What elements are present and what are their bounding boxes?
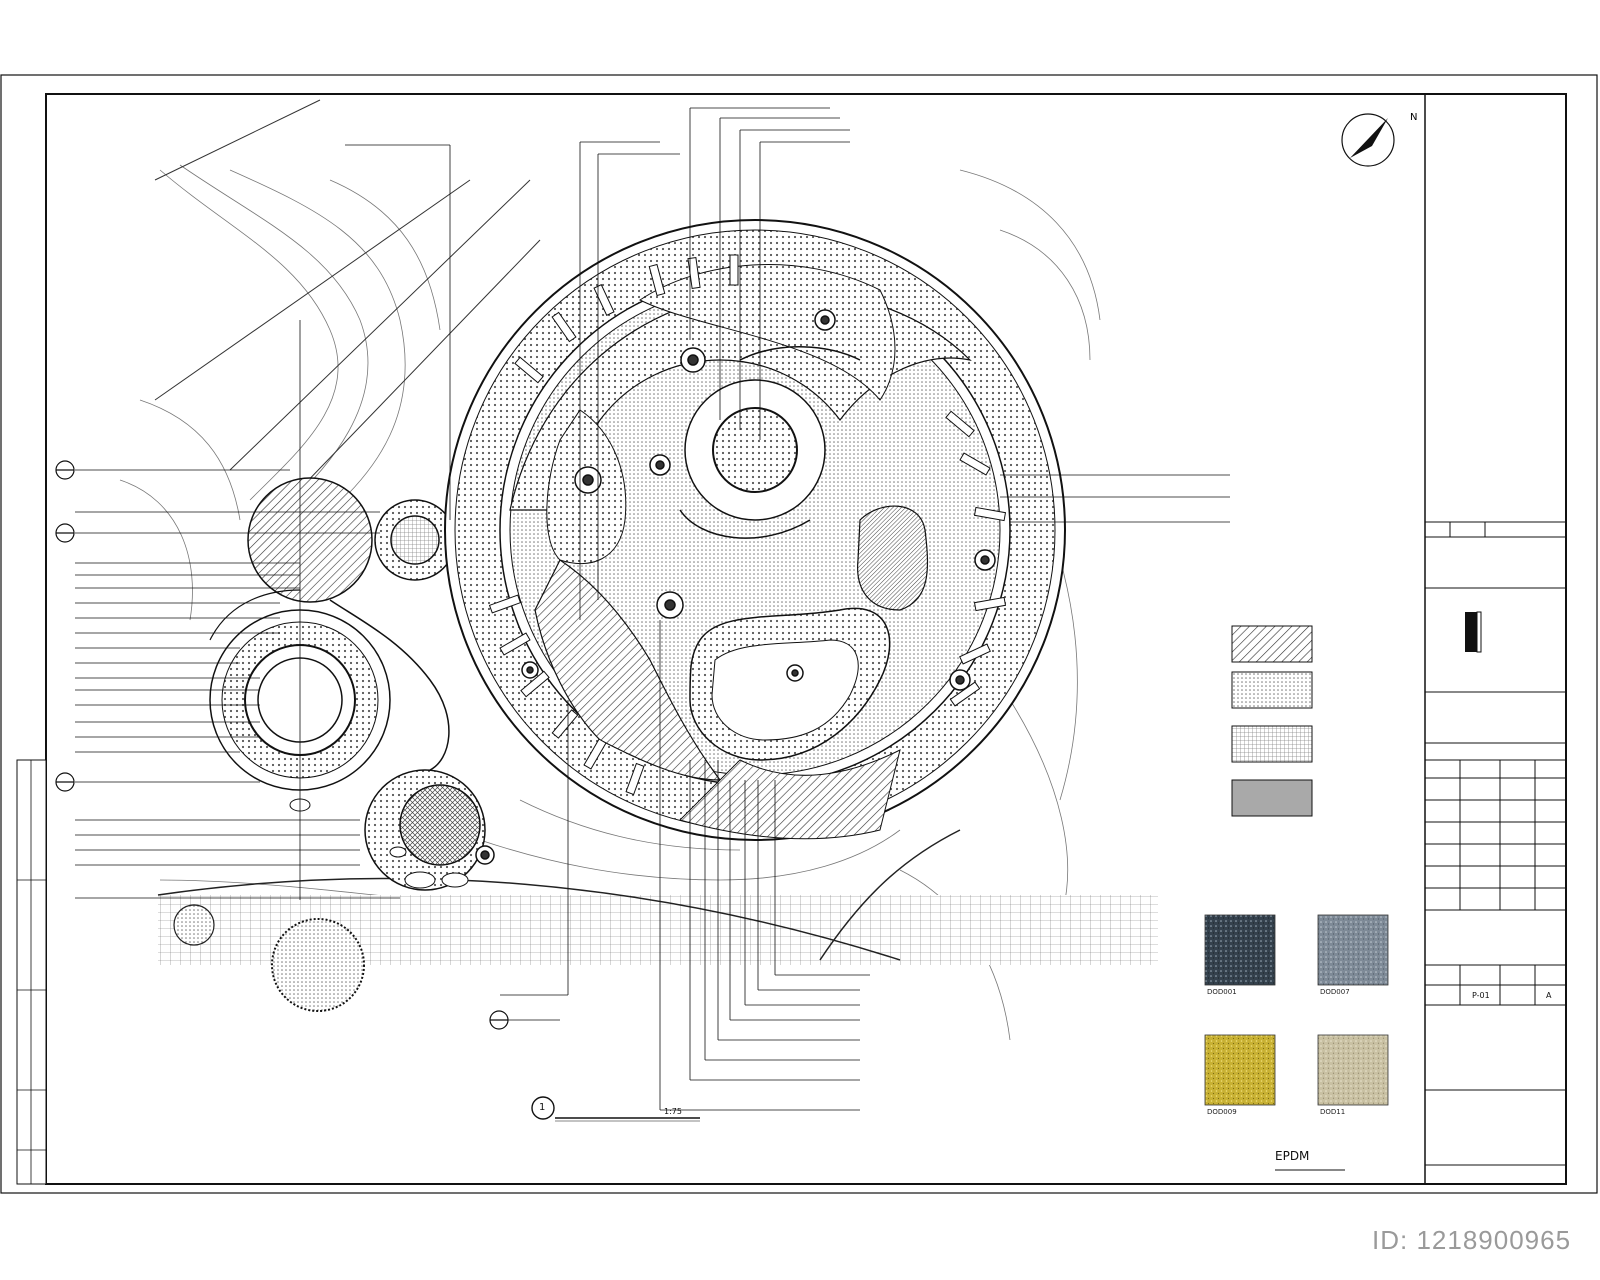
revision-code: A xyxy=(1546,991,1552,1000)
ring-benches xyxy=(488,254,1007,796)
epdm-title: EPDM xyxy=(1275,1149,1310,1163)
north-arrow-icon: N xyxy=(1341,112,1417,167)
svg-text:N: N xyxy=(1410,112,1417,123)
swatch-code-3: DOD009 xyxy=(1207,1108,1237,1116)
material-legend xyxy=(1231,625,1313,817)
drawing-code: P-01 xyxy=(1472,991,1490,1000)
section-marker-icon xyxy=(55,460,509,1030)
scale-note: 1:75 xyxy=(664,1107,682,1116)
paving-edge xyxy=(157,877,901,961)
image-id: ID: 1218900965 xyxy=(1372,1225,1572,1255)
designer-logo xyxy=(1465,611,1482,653)
swatch-code-1: DOD001 xyxy=(1207,988,1237,996)
leader-lines-left xyxy=(75,144,451,900)
epdm-swatches xyxy=(1204,914,1389,1106)
boundary-lines xyxy=(154,99,541,521)
left-play-cluster xyxy=(209,477,486,891)
title-block xyxy=(1424,93,1567,1185)
binding-strip xyxy=(16,759,47,1185)
swatch-code-4: DOD11 xyxy=(1320,1108,1346,1116)
outer-frame xyxy=(0,74,1598,1194)
leader-lines-top xyxy=(579,107,850,620)
leader-lines-right xyxy=(1000,474,1230,523)
round-planter xyxy=(271,918,365,1012)
swatch-code-2: DOD007 xyxy=(1320,988,1350,996)
drawing-title xyxy=(531,1096,700,1122)
main-circular-plaza xyxy=(444,219,1066,841)
drawing-number: 1 xyxy=(539,1102,546,1113)
leader-lines-bottom xyxy=(490,620,870,1111)
tree-planter xyxy=(173,904,215,946)
play-equipment-icon xyxy=(475,309,996,865)
